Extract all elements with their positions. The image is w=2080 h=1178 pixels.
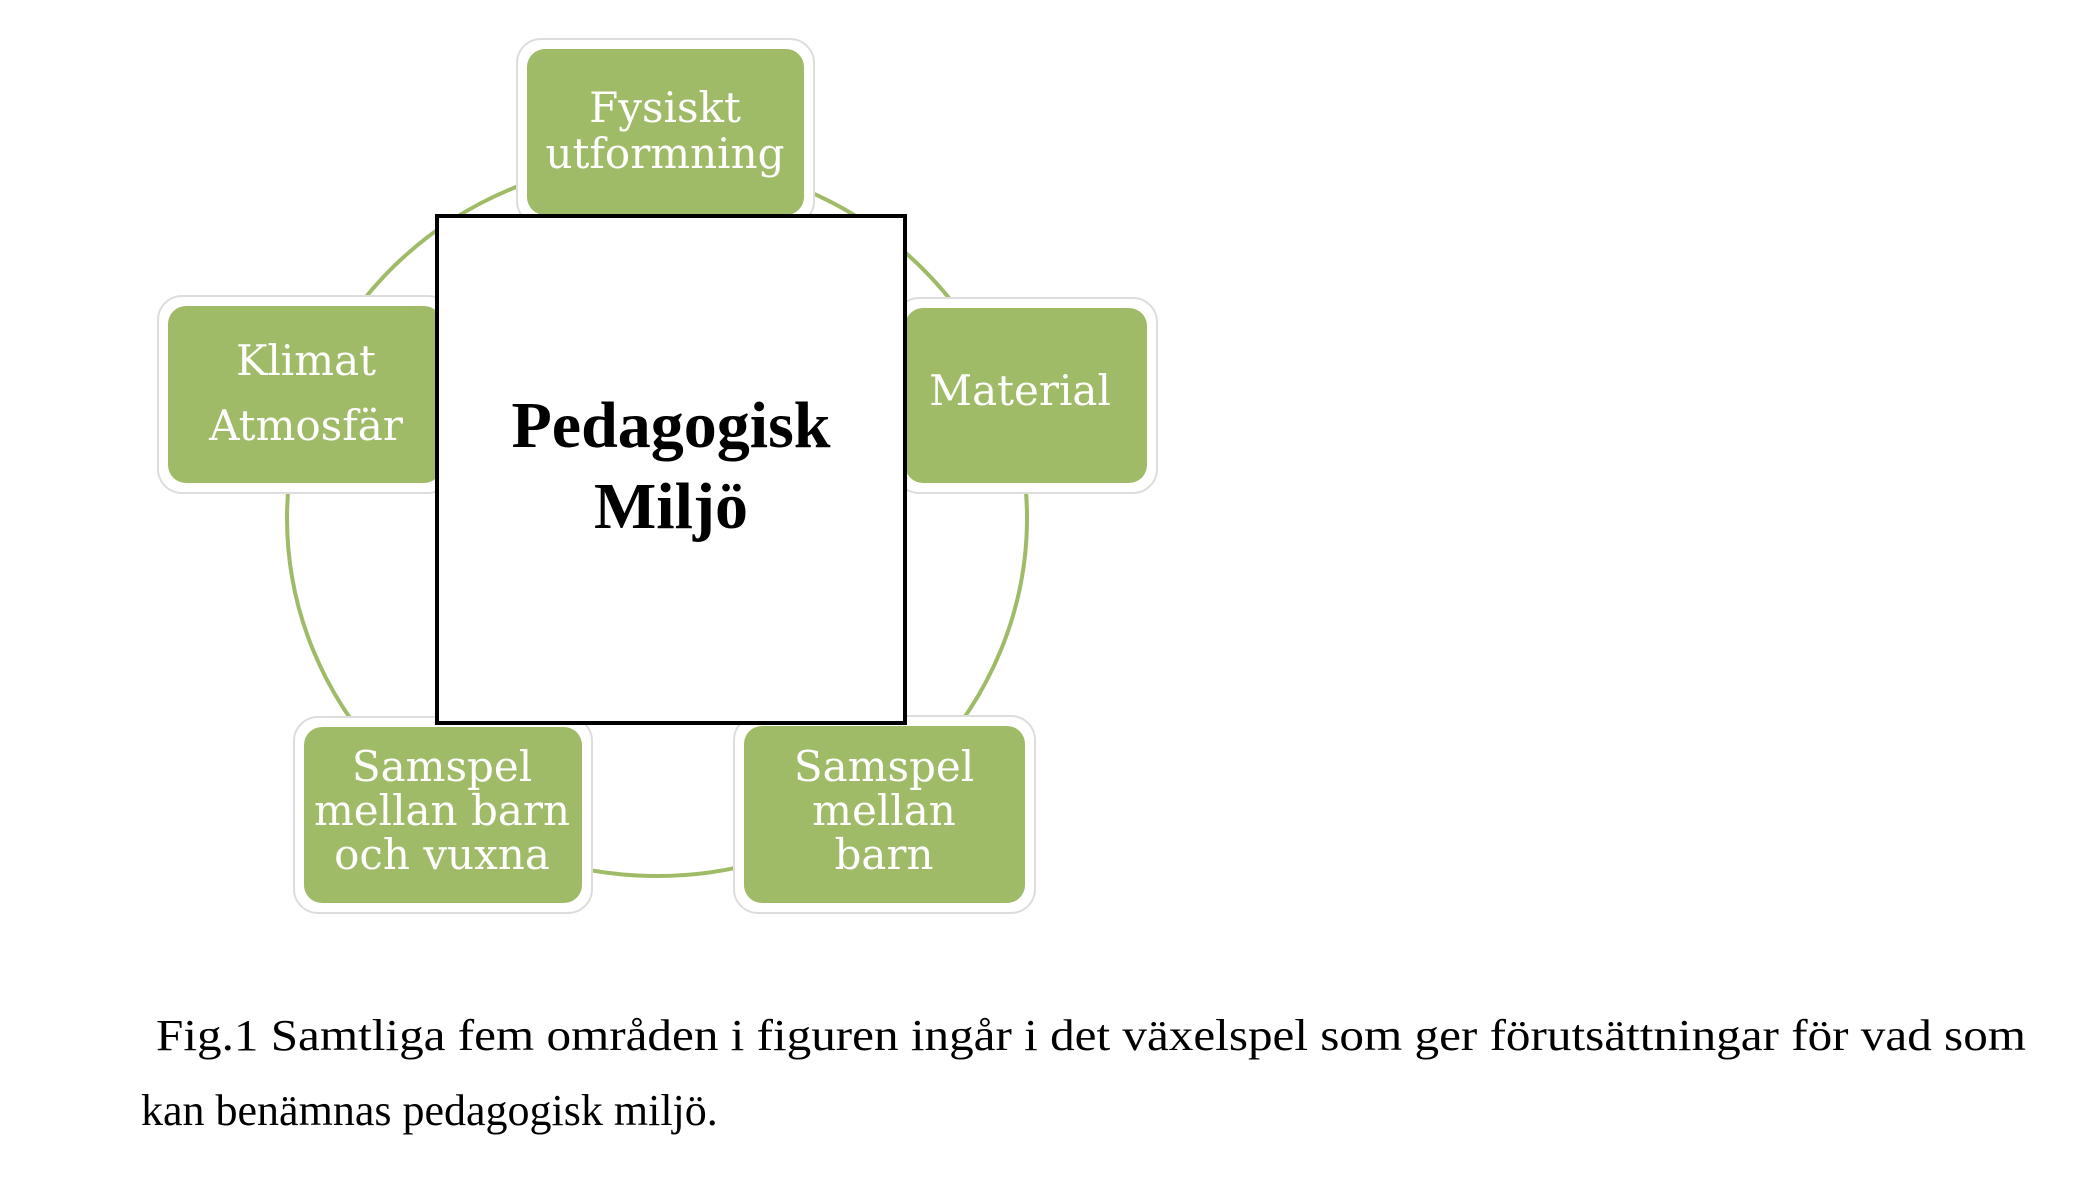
node-label: Fysiskt	[589, 83, 741, 132]
node-label: och vuxna	[334, 830, 550, 879]
node-label: Atmosfär	[208, 401, 404, 450]
center-title: Miljö	[594, 470, 748, 543]
figure-caption-line2: kan benämnas pedagogisk miljö.	[141, 1086, 718, 1135]
node-label: Klimat	[236, 336, 376, 385]
node-label: Samspel	[352, 742, 532, 791]
node-material: Material	[894, 297, 1158, 494]
node-label: mellan	[812, 786, 956, 835]
svg-text:Material: Material	[929, 366, 1111, 415]
node-label: Material	[929, 366, 1111, 415]
figure-caption-line1: Fig.1 Samtliga fem områden i figuren ing…	[156, 1011, 2026, 1060]
node-label: barn	[834, 830, 933, 879]
node-label: utformning	[545, 129, 784, 178]
node-label: Samspel	[794, 742, 974, 791]
center-title: Pedagogisk	[511, 389, 830, 462]
node-label: mellan barn	[314, 786, 570, 835]
